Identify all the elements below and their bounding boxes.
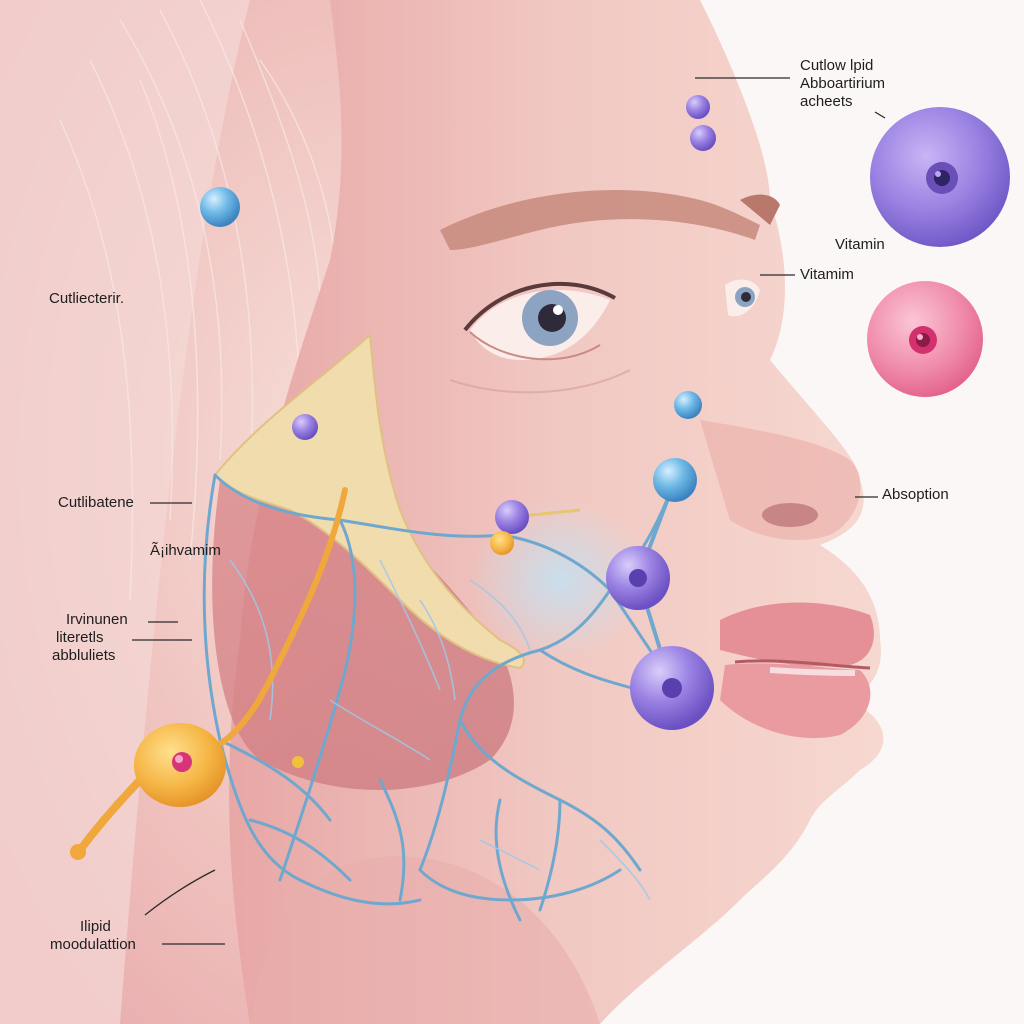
orange-neuron-icon xyxy=(70,487,348,860)
label-left-2: Cutlibatene xyxy=(58,494,134,511)
label-top-right-line-3: acheets xyxy=(800,93,853,110)
cheek-cutaway xyxy=(212,476,514,790)
label-left-4-line-2: literetls xyxy=(56,629,104,646)
label-bottom-left: Ilipid moodulattion xyxy=(50,918,136,954)
label-left-1: Cutliecterir. xyxy=(49,290,125,307)
nose xyxy=(700,420,861,540)
label-top-right: Cutlow lpid Abboartirium acheets xyxy=(800,57,885,111)
blue-molecule-icon xyxy=(200,95,716,689)
label-bottom-left-line-1: Ilipid xyxy=(80,918,111,935)
label-top-right-line-1: Cutlow lpid xyxy=(800,57,874,74)
eyebrow xyxy=(440,190,760,250)
label-left-3: Ã¡ihvamim xyxy=(150,542,221,559)
label-vitamin-2: Vitamim xyxy=(800,266,854,283)
label-vitamin-1: Vitamin xyxy=(835,236,885,253)
hair-strands xyxy=(59,0,341,601)
leader-lines xyxy=(132,77,886,945)
label-absorption: Absoption xyxy=(882,486,949,503)
label-left-4-line-1: Irvinunen xyxy=(66,611,128,628)
label-top-right-line-2: Abboartirium xyxy=(800,75,886,92)
eye xyxy=(449,281,631,394)
pink-cell-icon xyxy=(867,281,983,397)
lips xyxy=(720,602,874,739)
label-left-4: Irvinunen literetls abbluliets xyxy=(52,611,128,665)
purple-cell-icon xyxy=(870,107,1010,247)
lipid-layer xyxy=(213,332,525,670)
label-bottom-left-line-2: moodulattion xyxy=(50,936,136,953)
label-left-4-line-3: abbluliets xyxy=(52,647,116,664)
network-purple-cells xyxy=(606,546,714,730)
